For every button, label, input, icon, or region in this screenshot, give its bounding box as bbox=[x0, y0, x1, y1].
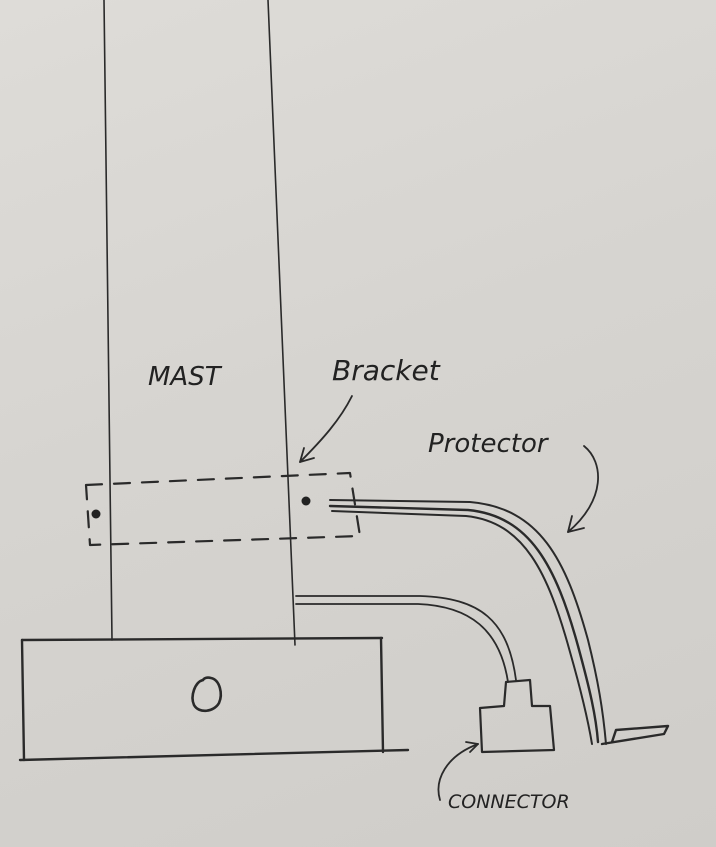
protector-arrow-head bbox=[567, 515, 585, 533]
protector-mid-edge bbox=[328, 504, 600, 744]
base-right-edge bbox=[379, 636, 385, 754]
base-left-edge bbox=[20, 638, 26, 762]
protector-inner-edge bbox=[331, 510, 593, 745]
protector-arrow-line bbox=[567, 445, 599, 533]
connector-arrow-head bbox=[465, 741, 479, 753]
bracket bbox=[84, 471, 362, 547]
bracket-hole-left bbox=[91, 509, 101, 519]
mast-left-edge bbox=[103, 0, 113, 641]
bracket-outline bbox=[84, 471, 362, 547]
cable bbox=[295, 595, 517, 683]
bracket-hole-right bbox=[301, 496, 311, 506]
mast-right-edge bbox=[267, 0, 296, 646]
connector-body bbox=[478, 678, 556, 754]
protector-label: Protector bbox=[428, 429, 550, 459]
cable-lower-edge bbox=[295, 603, 509, 683]
bracket-arrow-line bbox=[299, 395, 353, 463]
protector bbox=[328, 499, 670, 746]
mast-label: MAST bbox=[148, 362, 223, 392]
base-hole bbox=[191, 676, 223, 713]
protector-foot bbox=[600, 724, 670, 746]
connector-label: CONNECTOR bbox=[448, 791, 570, 813]
cable-upper-edge bbox=[295, 595, 517, 681]
base-bottom-edge bbox=[18, 748, 410, 762]
connector-arrow-line bbox=[437, 743, 479, 801]
protector-outer-edge bbox=[329, 499, 607, 745]
base-top-edge bbox=[20, 636, 384, 642]
mast bbox=[103, 0, 296, 646]
bracket-label: Bracket bbox=[332, 354, 441, 387]
bracket-arrow-head bbox=[299, 447, 315, 463]
leaders bbox=[299, 395, 599, 801]
base-block bbox=[18, 636, 410, 762]
connector bbox=[478, 678, 556, 754]
